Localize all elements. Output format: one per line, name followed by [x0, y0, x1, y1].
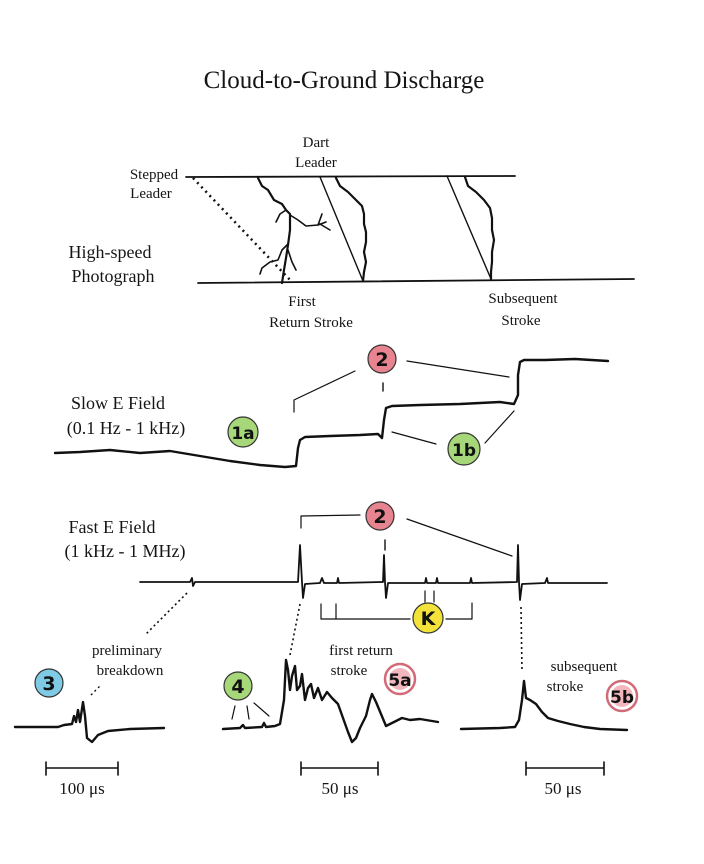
marker-label: 5a [388, 671, 411, 691]
marker-2-pointer [406, 518, 513, 557]
marker-2-slow: 2 [367, 344, 397, 374]
marker-circle-fill [611, 685, 633, 707]
marker-2-pointer [300, 514, 361, 529]
marker-label: 5b [610, 688, 634, 708]
marker-k: K [412, 602, 444, 634]
marker-circle [365, 501, 395, 531]
marker-circle-fill [389, 668, 411, 690]
marker-circle [227, 416, 259, 448]
marker-label: 1a [231, 424, 254, 444]
cloud-line [185, 175, 516, 178]
diagram-title: Cloud-to-Ground Discharge [204, 67, 485, 94]
first-return-stroke-label-2: Return Stroke [269, 315, 353, 331]
marker-circle [412, 602, 444, 634]
marker-4: 4 [223, 671, 253, 701]
marker-circle [367, 344, 397, 374]
marker-circle [34, 668, 64, 698]
scale-label-100us: 100 μs [59, 779, 104, 798]
photograph-label-1: High-speed [69, 242, 152, 262]
subsequent-detail-label-1: subsequent [551, 659, 618, 675]
slow-e-field: Slow E Field (0.1 Hz - 1 kHz) 2 1a 1b [53, 344, 610, 469]
marker-circle [223, 671, 253, 701]
marker-label: 4 [231, 676, 244, 698]
first-return-stroke-channel [256, 176, 292, 285]
fast-field-label-2: (1 kHz - 1 MHz) [65, 541, 186, 562]
scale-label-50us-first: 50 μs [322, 779, 359, 798]
stepped-leader-label-1: Stepped [130, 167, 179, 183]
marker-1b-pointer [484, 410, 515, 444]
first-return-stroke-detail: 4 first return stroke 5a 50 μs [221, 643, 440, 798]
subsequent-stroke-channel [463, 175, 496, 281]
first-return-waveform [221, 658, 440, 744]
marker-label: 1b [452, 441, 476, 461]
lightning-branch [289, 213, 331, 231]
dart-leader-path-1 [319, 176, 364, 282]
slow-field-label-1: Slow E Field [71, 393, 165, 413]
ground-line [197, 278, 635, 284]
marker-2-pointer [293, 370, 356, 413]
first-return-detail-label-1: first return [329, 643, 393, 659]
scale-bar-50us-first [300, 761, 379, 776]
marker-1b: 1b [447, 432, 481, 466]
preliminary-label-2: breakdown [97, 663, 164, 679]
subsequent-stroke-label-1: Subsequent [488, 291, 558, 307]
dart-leader-path-2 [446, 175, 492, 280]
scale-label-50us-subsequent: 50 μs [545, 779, 582, 798]
fast-field-waveform [139, 544, 608, 601]
marker-1a: 1a [227, 416, 259, 448]
preliminary-label-1: preliminary [92, 643, 162, 659]
preliminary-waveform [13, 700, 166, 744]
lightning-branch [287, 249, 297, 271]
first-return-stroke-label-1: First [288, 294, 316, 310]
stepped-leader-label-2: Leader [130, 186, 172, 202]
return-stroke-channel-2 [334, 176, 368, 283]
zoom-connector-preliminary [144, 592, 188, 636]
preliminary-pointer [90, 684, 102, 696]
marker-2-fast: 2 [365, 501, 395, 531]
marker-2-pointer [406, 360, 510, 378]
dart-leader-label-1: Dart [303, 135, 330, 151]
slow-field-label-2: (0.1 Hz - 1 kHz) [67, 418, 185, 439]
first-return-detail-label-2: stroke [331, 663, 368, 679]
subsequent-detail-label-2: stroke [547, 679, 584, 695]
dart-leader-label-2: Leader [295, 155, 337, 171]
marker-5b: 5b [605, 679, 639, 713]
marker-3: 3 [34, 668, 64, 698]
marker-4-pointer [231, 702, 270, 720]
lightning-branch [259, 243, 289, 275]
subsequent-stroke-label-2: Stroke [501, 313, 541, 329]
marker-1b-pointer [391, 431, 437, 445]
photograph-label-2: Photograph [72, 266, 155, 286]
marker-label: 2 [373, 506, 386, 528]
subsequent-stroke-detail: subsequent stroke 5b 50 μs [459, 659, 639, 798]
zoom-connector-subsequent [520, 606, 523, 673]
marker-label: 2 [375, 349, 388, 371]
lightning-branch [275, 209, 287, 223]
zoom-connector-first-return [289, 603, 301, 656]
scale-bar-50us-subsequent [525, 761, 605, 776]
marker-label: 3 [42, 673, 55, 695]
stepped-leader-path [192, 177, 293, 283]
slow-field-waveform [53, 357, 610, 469]
marker-circle [447, 432, 481, 466]
scale-bar-100us [45, 761, 119, 776]
fast-e-field: Fast E Field (1 kHz - 1 MHz) 2 K [65, 501, 608, 673]
marker-label: K [421, 608, 437, 630]
high-speed-photograph: Stepped Leader Dart Leader High-speed Ph… [69, 135, 635, 331]
k-change-bracket [320, 602, 473, 620]
preliminary-breakdown-detail: preliminary breakdown 3 100 μs [13, 643, 166, 798]
marker-5a: 5a [383, 662, 417, 696]
subsequent-waveform [459, 679, 629, 732]
fast-field-label-1: Fast E Field [68, 517, 155, 537]
